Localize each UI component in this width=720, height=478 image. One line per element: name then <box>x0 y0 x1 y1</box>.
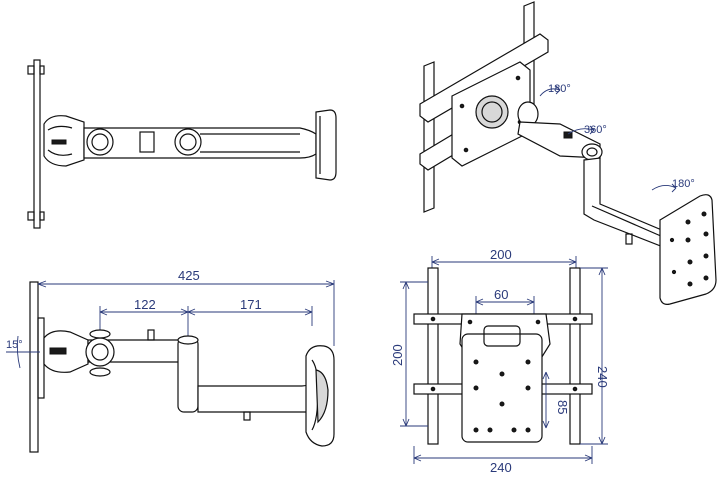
side-view-extended: 425 122 171 15° <box>6 268 335 453</box>
arm2-extended <box>197 375 315 413</box>
dim-label-171: 171 <box>240 297 262 312</box>
side-view-folded <box>27 59 337 229</box>
wall-bracket-side <box>315 109 337 181</box>
dim-label-60: 60 <box>494 287 508 302</box>
dim-label-200-top: 200 <box>490 247 512 262</box>
rotation-arrow-360 <box>567 128 595 135</box>
dim-label-122: 122 <box>134 297 156 312</box>
front-rail-left <box>427 267 439 445</box>
elbow-joint <box>177 337 199 413</box>
wall-plate-front <box>461 333 543 443</box>
dim-label-15: 15° <box>6 339 23 351</box>
rail-left <box>423 61 435 213</box>
dim-label-240-bottom: 240 <box>490 460 512 475</box>
front-rail-right <box>569 267 581 445</box>
tv-plate-extended <box>29 281 39 453</box>
front-view: 200 60 85 <box>390 247 610 475</box>
dim-label-200-left: 200 <box>390 344 405 366</box>
dim-label-240-right: 240 <box>595 366 610 388</box>
wall-plate-iso <box>659 194 717 305</box>
rotation-arrow-180-top <box>539 88 561 97</box>
rotation-label-180-top: 180° <box>548 83 571 95</box>
dim-label-85: 85 <box>555 400 570 414</box>
tv-plate-side <box>33 59 41 229</box>
rotation-arrow-180-wall <box>651 185 677 191</box>
isometric-view: 180° 360° 180° <box>419 1 717 305</box>
rotation-label-180-wall: 180° <box>672 178 695 190</box>
rotation-label-360: 360° <box>584 124 607 136</box>
dim-label-425: 425 <box>178 268 200 283</box>
